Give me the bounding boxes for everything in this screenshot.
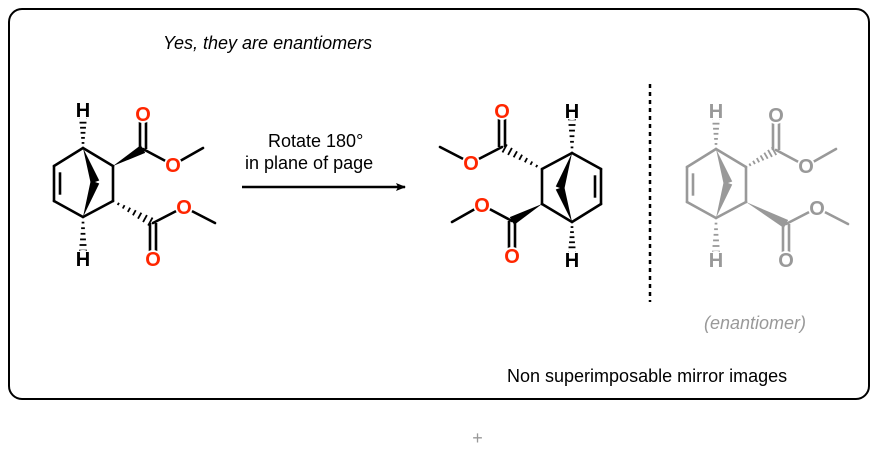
ring-bond [570,202,603,224]
diagram-frame [8,8,870,400]
plus-mark: + [472,428,483,448]
ring-bond [714,200,748,220]
ring-bond [540,151,574,171]
oxygen-label-mask [462,154,480,172]
bridge-wedge-bond [83,148,100,184]
oxygen-label-mask [797,157,815,175]
ring-bond [81,146,115,168]
oxygen-label: O [135,104,151,126]
hydrogen-label-mask [563,102,581,120]
bridge-wedge-bond [716,181,733,218]
hydrogen-label-mask [74,250,92,268]
ring-bond [540,202,574,224]
hydrogen-label: H [565,101,579,123]
oxygen-label-mask [144,250,162,268]
bridge-wedge-bond [83,180,100,217]
oxygen-label: O [798,156,814,178]
oxygen-label: O [176,197,192,219]
oxygen-label-mask [767,106,785,124]
ring-bond [81,199,115,219]
ring-bond [714,147,748,169]
oxygen-label-mask [808,199,826,217]
ring-bond [685,200,718,220]
ring-bond [570,151,603,171]
oxygen-label: O [474,195,490,217]
hydrogen-label-mask [563,251,581,269]
oxygen-label-mask [473,196,491,214]
hydrogen-label-mask [707,251,725,269]
oxygen-label-mask [164,156,182,174]
hashed-bond-ester [748,146,778,167]
oxygen-label-mask [175,198,193,216]
hydrogen-label-mask [707,102,725,120]
hashed-bond-ester [116,202,154,226]
oxygen-label-mask [503,247,521,265]
conclusion-text: Non superimposable mirror images [507,366,788,386]
wedge-bond-ester [113,145,146,166]
hydrogen-label: H [709,101,723,123]
hydrogen-label: H [709,250,723,272]
arrow-label-line1: Rotate 180° [268,131,364,151]
oxygen-label-mask [777,251,795,269]
hydrogen-label: H [565,250,579,272]
hashed-bond-ester [501,144,539,168]
heading: Yes, they are enantiomers [163,33,373,53]
oxygen-label: O [165,155,181,177]
ring-bond [685,147,718,169]
oxygen-label: O [809,198,825,220]
oxygen-label-mask [493,102,511,120]
enantiomer-label: (enantiomer) [704,313,807,333]
hydrogen-label: H [76,249,90,271]
ring-bond [52,199,85,219]
bridge-wedge-bond [555,186,572,222]
oxygen-label: O [494,101,510,123]
wedge-bond-ester [746,202,789,228]
hydrogen-label: H [76,100,90,122]
ring-bond [52,146,85,168]
arrow-label-line2: in plane of page [245,153,374,173]
bridge-wedge-bond [716,149,733,185]
oxygen-label: O [145,249,161,271]
oxygen-label: O [504,246,520,268]
oxygen-label: O [778,250,794,272]
wedge-bond-ester [509,204,542,225]
bridge-wedge-bond [555,153,572,190]
oxygen-label-mask [134,105,152,123]
oxygen-label: O [463,153,479,175]
oxygen-label: O [768,105,784,127]
hydrogen-label-mask [74,101,92,119]
